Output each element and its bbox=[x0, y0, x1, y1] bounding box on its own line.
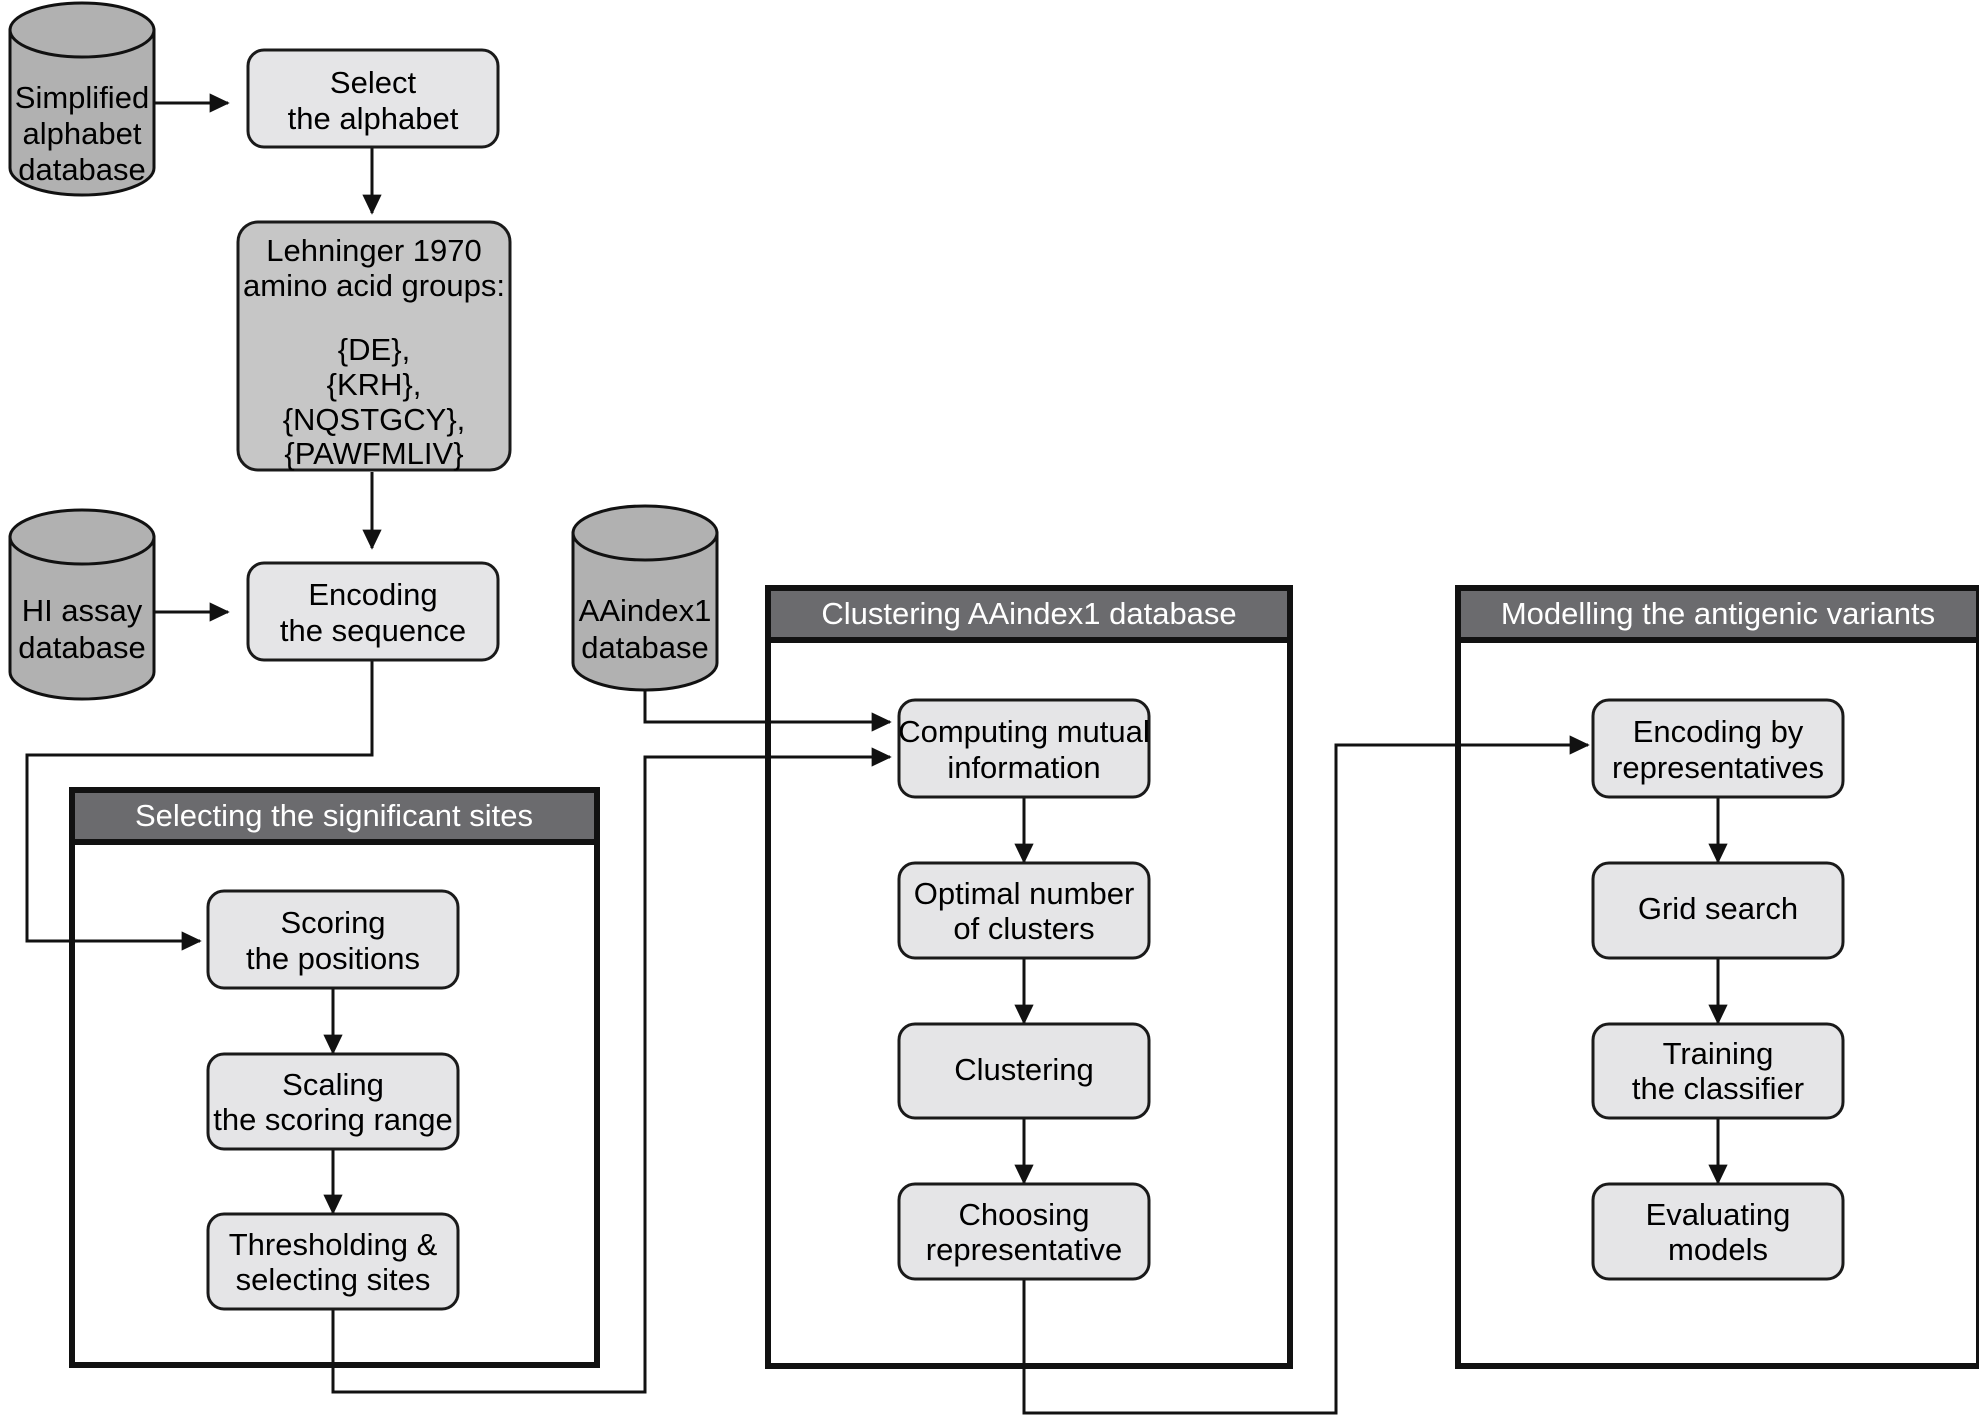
process-label-line: representatives bbox=[1612, 750, 1824, 785]
process-optimal-number-of-clusters[interactable]: Optimal number of clusters bbox=[897, 861, 1151, 960]
lehninger-label-line: {PAWFMLIV} bbox=[284, 436, 463, 471]
process-label-line: Select bbox=[330, 65, 417, 100]
database-simplified-alphabet: Simplified alphabet database bbox=[8, 1, 156, 197]
process-clustering[interactable]: Clustering bbox=[897, 1022, 1151, 1120]
process-label-line: Choosing bbox=[959, 1197, 1090, 1232]
process-evaluating-models[interactable]: Evaluating models bbox=[1591, 1182, 1845, 1281]
process-label-line: the sequence bbox=[280, 613, 466, 648]
process-label-line: information bbox=[947, 750, 1100, 785]
process-select-the-alphabet[interactable]: Select the alphabet bbox=[246, 48, 500, 149]
process-label-line: Scaling bbox=[282, 1067, 384, 1102]
process-label-line: selecting sites bbox=[236, 1262, 431, 1297]
process-encoding-the-sequence[interactable]: Encoding the sequence bbox=[246, 561, 500, 662]
database-label-line: Simplified bbox=[15, 80, 149, 115]
process-label-line: Clustering bbox=[954, 1052, 1094, 1087]
panel-clustering-aaindex1-database: Clustering AAindex1 database bbox=[765, 585, 1293, 1369]
process-label-line: Grid search bbox=[1638, 891, 1798, 926]
lehninger-label-line: amino acid groups: bbox=[243, 268, 505, 303]
process-scoring-the-positions[interactable]: Scoring the positions bbox=[206, 889, 460, 990]
process-label-line: Encoding by bbox=[1633, 714, 1804, 749]
process-label-line: representative bbox=[926, 1232, 1122, 1267]
lehninger-label-line: Lehninger 1970 bbox=[266, 233, 481, 268]
process-thresholding-selecting-sites[interactable]: Thresholding & selecting sites bbox=[206, 1212, 460, 1311]
lehninger-label-line: {KRH}, bbox=[327, 367, 422, 402]
process-training-the-classifier[interactable]: Training the classifier bbox=[1591, 1022, 1845, 1120]
process-label-line: Scoring bbox=[280, 905, 385, 940]
panel-title-selecting-sites: Selecting the significant sites bbox=[135, 798, 533, 833]
database-label-line: HI assay bbox=[22, 593, 143, 628]
process-label-line: Evaluating bbox=[1646, 1197, 1791, 1232]
panel-selecting-the-significant-sites: Selecting the significant sites bbox=[69, 787, 600, 1368]
process-label-line: Thresholding & bbox=[229, 1227, 438, 1262]
process-label-line: the scoring range bbox=[213, 1102, 453, 1137]
process-choosing-representative[interactable]: Choosing representative bbox=[897, 1182, 1151, 1281]
database-aaindex1: AAindex1 database bbox=[571, 504, 719, 692]
process-label-line: Computing mutual bbox=[898, 714, 1150, 749]
process-label-line: the classifier bbox=[1632, 1071, 1804, 1106]
database-label-line: database bbox=[581, 630, 709, 665]
process-computing-mutual-information[interactable]: Computing mutual information bbox=[897, 698, 1151, 799]
process-label-line: Optimal number bbox=[914, 876, 1135, 911]
process-label-line: Training bbox=[1663, 1036, 1774, 1071]
database-label-line: AAindex1 bbox=[579, 593, 712, 628]
panel-title-modelling-antigenic: Modelling the antigenic variants bbox=[1501, 596, 1935, 631]
database-label-line: database bbox=[18, 630, 146, 665]
process-label-line: models bbox=[1668, 1232, 1768, 1267]
process-label-line: of clusters bbox=[953, 911, 1094, 946]
panel-modelling-the-antigenic-variants: Modelling the antigenic variants bbox=[1455, 585, 1979, 1369]
panel-title-clustering-aaindex1: Clustering AAindex1 database bbox=[821, 596, 1236, 631]
conn-encoding-to-scoring bbox=[25, 661, 374, 951]
process-label-line: the positions bbox=[246, 941, 420, 976]
process-encoding-by-representatives[interactable]: Encoding by representatives bbox=[1591, 698, 1845, 799]
lehninger-label-line: {DE}, bbox=[338, 332, 410, 367]
conn-aaindexdb-to-mutualinfo bbox=[643, 690, 892, 732]
database-label-line: database bbox=[18, 152, 146, 187]
database-hi-assay: HI assay database bbox=[8, 508, 156, 701]
process-label-line: Encoding bbox=[308, 577, 437, 612]
process-lehninger-groups[interactable]: Lehninger 1970 amino acid groups: {DE}, … bbox=[236, 220, 512, 472]
lehninger-label-line: {NQSTGCY}, bbox=[283, 402, 466, 437]
process-grid-search[interactable]: Grid search bbox=[1591, 861, 1845, 960]
process-label-line: the alphabet bbox=[288, 101, 459, 136]
process-scaling-the-scoring-range[interactable]: Scaling the scoring range bbox=[206, 1052, 460, 1151]
database-label-line: alphabet bbox=[23, 116, 142, 151]
